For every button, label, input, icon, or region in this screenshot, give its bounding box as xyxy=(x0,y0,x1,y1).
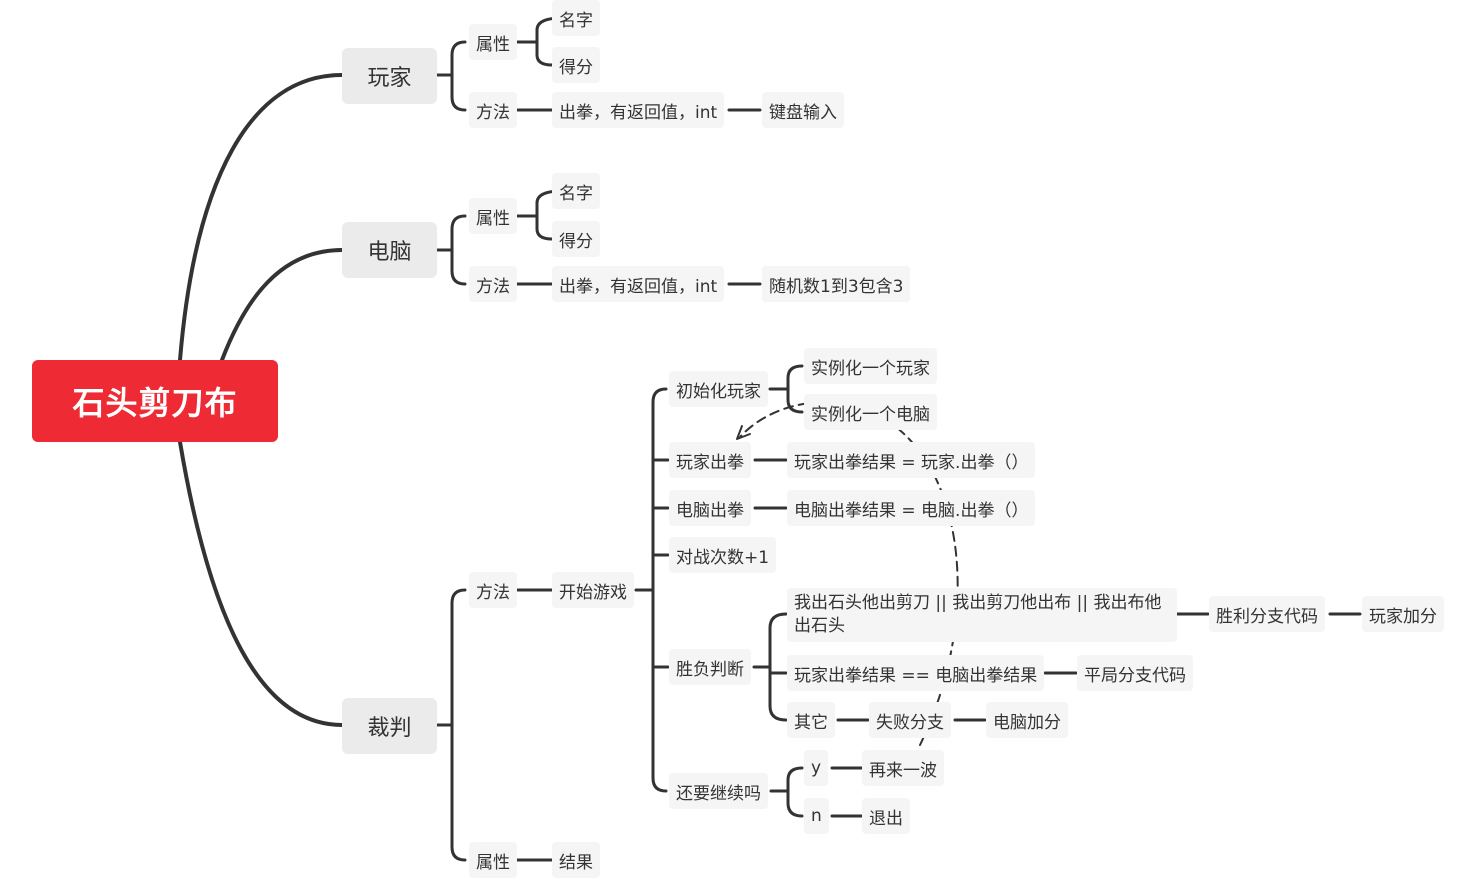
draw-condition-topic[interactable]: 玩家出拳结果 == 电脑出拳结果 xyxy=(787,655,1045,691)
yes-topic[interactable]: y xyxy=(804,750,829,786)
win-branch-topic[interactable]: 胜利分支代码 xyxy=(1209,596,1325,632)
again-topic[interactable]: 再来一波 xyxy=(862,750,944,786)
continue-topic[interactable]: 还要继续吗 xyxy=(669,773,768,809)
judge-topic[interactable]: 裁判 xyxy=(342,698,437,754)
judge-attr-topic[interactable]: 属性 xyxy=(469,842,517,878)
init-player-topic[interactable]: 实例化一个玩家 xyxy=(804,348,937,384)
lose-branch-topic[interactable]: 失败分支 xyxy=(869,702,951,738)
player-add-topic[interactable]: 玩家加分 xyxy=(1362,596,1444,632)
player-input-topic[interactable]: 键盘输入 xyxy=(762,92,844,128)
player-name-topic[interactable]: 名字 xyxy=(552,0,600,36)
computer-punch-step-topic[interactable]: 电脑出拳 xyxy=(669,490,751,526)
judge-method-topic[interactable]: 方法 xyxy=(469,572,517,608)
player-attr-topic[interactable]: 属性 xyxy=(469,24,517,60)
other-topic[interactable]: 其它 xyxy=(787,702,835,738)
player-punch-result-topic[interactable]: 玩家出拳结果 = 玩家.出拳（） xyxy=(787,442,1036,478)
init-topic[interactable]: 初始化玩家 xyxy=(669,371,768,407)
no-topic[interactable]: n xyxy=(804,798,829,834)
computer-punch-result-topic[interactable]: 电脑出拳结果 = 电脑.出拳（） xyxy=(787,490,1036,526)
root-topic[interactable]: 石头剪刀布 xyxy=(32,360,278,442)
player-punch-step-topic[interactable]: 玩家出拳 xyxy=(669,442,751,478)
computer-method-topic[interactable]: 方法 xyxy=(469,266,517,302)
battle-count-topic[interactable]: 对战次数+1 xyxy=(669,537,777,573)
computer-punch-topic[interactable]: 出拳，有返回值，int xyxy=(552,266,725,302)
computer-score-topic[interactable]: 得分 xyxy=(552,221,600,257)
computer-name-topic[interactable]: 名字 xyxy=(552,173,600,209)
player-punch-topic[interactable]: 出拳，有返回值，int xyxy=(552,92,725,128)
judge-result-topic[interactable]: 胜负判断 xyxy=(669,649,751,685)
judge-result-attr-topic[interactable]: 结果 xyxy=(552,842,600,878)
draw-branch-topic[interactable]: 平局分支代码 xyxy=(1077,655,1193,691)
init-computer-topic[interactable]: 实例化一个电脑 xyxy=(804,394,937,430)
computer-topic[interactable]: 电脑 xyxy=(342,222,437,278)
computer-random-topic[interactable]: 随机数1到3包含3 xyxy=(762,266,911,302)
quit-topic[interactable]: 退出 xyxy=(862,798,910,834)
player-score-topic[interactable]: 得分 xyxy=(552,47,600,83)
start-game-topic[interactable]: 开始游戏 xyxy=(552,572,634,608)
computer-add-topic[interactable]: 电脑加分 xyxy=(986,702,1068,738)
player-topic[interactable]: 玩家 xyxy=(342,48,437,104)
player-method-topic[interactable]: 方法 xyxy=(469,92,517,128)
computer-attr-topic[interactable]: 属性 xyxy=(469,198,517,234)
win-condition-topic[interactable]: 我出石头他出剪刀 || 我出剪刀他出布 || 我出布他出石头 xyxy=(787,588,1177,642)
